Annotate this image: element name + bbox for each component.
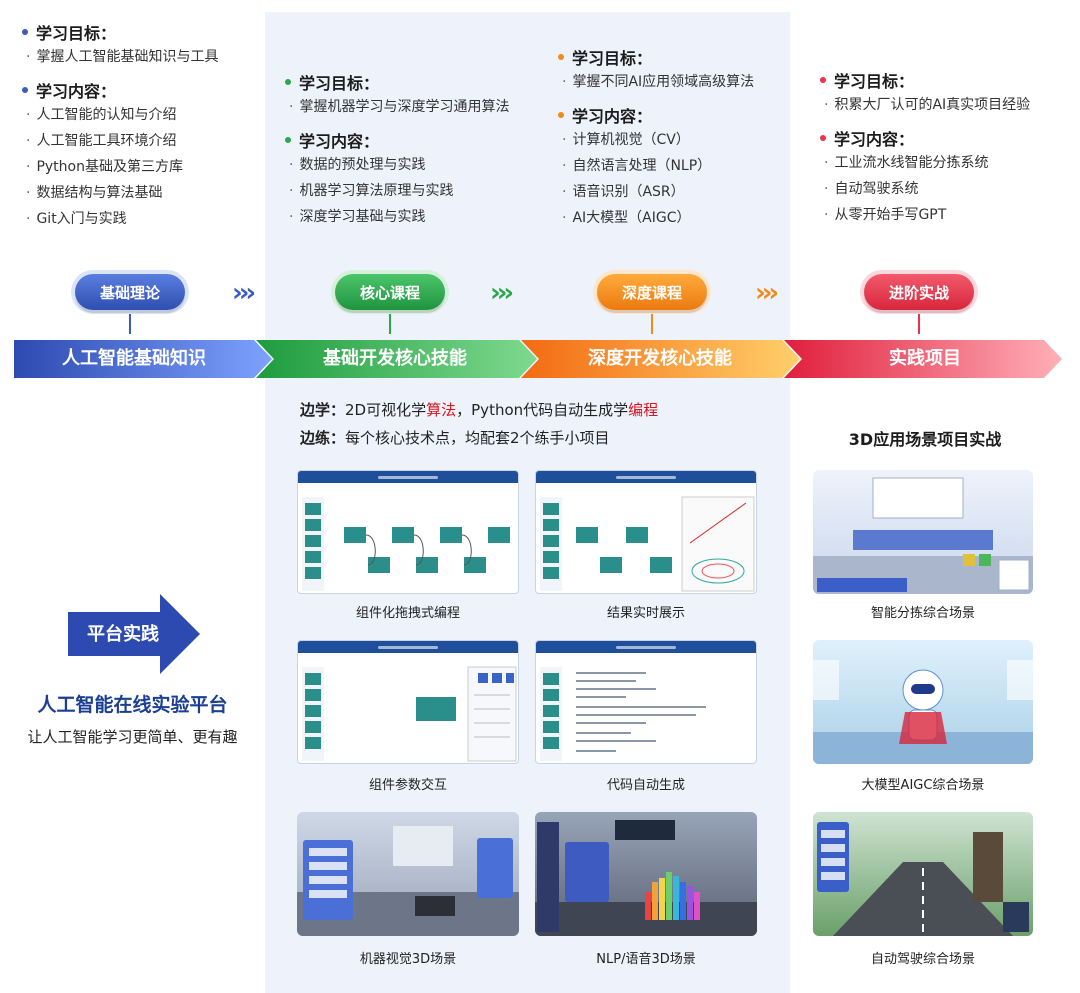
screenshot-parameter-interaction[interactable] — [297, 640, 519, 764]
screenshot-caption: NLP/语音3D场景 — [596, 952, 696, 967]
bullet-dot-icon — [285, 137, 291, 143]
stage-label-advanced: 深度开发核心技能 — [588, 348, 732, 369]
goal-heading: 学习目标： — [285, 70, 509, 94]
screenshot-machine-vision-3d[interactable] — [297, 812, 519, 936]
column-practice: 学习目标： 积累大厂认可的AI真实项目经验 学习内容： 工业流水线智能分拣系统 … — [820, 68, 1030, 228]
pill-foundation[interactable]: 基础理论 — [75, 274, 185, 310]
goal-item: 积累大厂认可的AI真实项目经验 — [820, 92, 1030, 118]
project-aigc[interactable] — [813, 640, 1033, 764]
content-item: 自动驾驶系统 — [820, 176, 1030, 202]
bullet-dot-icon — [22, 87, 28, 93]
content-item: 人工智能工具环境介绍 — [22, 128, 218, 154]
content-heading: 学习内容： — [820, 126, 1030, 150]
connector-line — [129, 314, 131, 334]
screenshot-caption: 组件参数交互 — [368, 778, 447, 793]
pill-core[interactable]: 核心课程 — [335, 274, 445, 310]
screenshot-caption: 组件化拖拽式编程 — [355, 606, 460, 621]
bullet-dot-icon — [820, 77, 826, 83]
content-item: Git入门与实践 — [22, 206, 218, 232]
goal-item: 掌握人工智能基础知识与工具 — [22, 44, 218, 70]
learn-note: 边学：2D可视化学算法，Python代码自动生成学编程 — [300, 401, 659, 419]
pill-advanced[interactable]: 深度课程 — [597, 274, 707, 310]
content-item: 人工智能的认知与介绍 — [22, 102, 218, 128]
platform-arrow-label: 平台实践 — [87, 624, 159, 645]
stage-label-practice: 实践项目 — [889, 348, 961, 369]
sorting-scene-illustration — [813, 477, 1033, 594]
results-chart-illustration — [540, 496, 755, 592]
content-item: Python基础及第三方库 — [22, 154, 218, 180]
screenshot-realtime-results[interactable] — [535, 470, 757, 594]
vision-3d-scene-illustration — [297, 826, 519, 936]
connector-line — [918, 314, 920, 334]
project-caption: 自动驾驶综合场景 — [870, 952, 975, 967]
bullet-dot-icon — [558, 54, 564, 60]
goal-heading: 学习目标： — [22, 20, 218, 44]
content-item: 计算机视觉（CV） — [558, 127, 754, 153]
connector-line — [651, 314, 653, 334]
parameter-panel-illustration — [302, 666, 517, 762]
project-autonomous-driving[interactable] — [813, 812, 1033, 936]
project-caption: 大模型AIGC综合场景 — [861, 778, 985, 793]
chevron-right-icon: ››› — [490, 278, 514, 308]
content-item: AI大模型（AIGC） — [558, 205, 754, 231]
chevron-right-icon: ››› — [755, 278, 779, 308]
content-item: 工业流水线智能分拣系统 — [820, 150, 1030, 176]
content-heading: 学习内容： — [558, 103, 754, 127]
content-item: 语音识别（ASR） — [558, 179, 754, 205]
code-editor-illustration — [540, 667, 706, 761]
column-foundation: 学习目标： 掌握人工智能基础知识与工具 学习内容： 人工智能的认知与介绍 人工智… — [22, 20, 218, 232]
bullet-dot-icon — [22, 29, 28, 35]
screenshot-nlp-speech-3d[interactable] — [535, 812, 757, 936]
goal-heading: 学习目标： — [820, 68, 1030, 92]
content-heading: 学习内容： — [22, 78, 218, 102]
project-smart-sorting[interactable] — [813, 470, 1033, 594]
goal-item: 掌握机器学习与深度学习通用算法 — [285, 94, 509, 120]
bullet-dot-icon — [820, 135, 826, 141]
stage-label-foundation: 人工智能基础知识 — [62, 348, 206, 369]
content-item: 深度学习基础与实践 — [285, 204, 509, 230]
screenshot-caption: 代码自动生成 — [606, 778, 685, 793]
robot-scene-illustration — [813, 660, 1033, 764]
platform-arrow — [68, 594, 200, 674]
content-item: 机器学习算法原理与实践 — [285, 178, 509, 204]
platform-title: 人工智能在线实验平台 — [37, 694, 228, 716]
connector-line — [389, 314, 391, 334]
content-heading: 学习内容： — [285, 128, 509, 152]
goal-heading: 学习目标： — [558, 45, 754, 69]
bullet-dot-icon — [558, 112, 564, 118]
column-advanced: 学习目标： 掌握不同AI应用领域高级算法 学习内容： 计算机视觉（CV） 自然语… — [558, 45, 754, 231]
bullet-dot-icon — [285, 79, 291, 85]
content-item: 自然语言处理（NLP） — [558, 153, 754, 179]
practice-note: 边练：每个核心技术点，均配套2个练手小项目 — [300, 429, 610, 447]
stage-progress-bar — [14, 340, 1062, 378]
goal-item: 掌握不同AI应用领域高级算法 — [558, 69, 754, 95]
screenshot-caption: 机器视觉3D场景 — [359, 952, 457, 967]
project-caption: 智能分拣综合场景 — [870, 606, 975, 621]
driving-scene-illustration — [817, 822, 1029, 936]
chevron-right-icon: ››› — [232, 278, 256, 308]
platform-subtitle: 让人工智能学习更简单、更有趣 — [27, 728, 238, 746]
screenshot-drag-programming[interactable] — [297, 470, 519, 594]
stage-label-core: 基础开发核心技能 — [323, 348, 467, 369]
workflow-canvas-illustration — [302, 497, 510, 591]
column-core: 学习目标： 掌握机器学习与深度学习通用算法 学习内容： 数据的预处理与实践 机器… — [285, 70, 509, 230]
screenshot-caption: 结果实时展示 — [606, 606, 685, 621]
content-item: 数据的预处理与实践 — [285, 152, 509, 178]
nlp-3d-scene-illustration — [535, 820, 757, 936]
content-item: 从零开始手写GPT — [820, 202, 1030, 228]
screenshot-code-generation[interactable] — [535, 640, 757, 764]
pill-practice[interactable]: 进阶实战 — [864, 274, 974, 310]
projects-title: 3D应用场景项目实战 — [848, 430, 1002, 449]
content-item: 数据结构与算法基础 — [22, 180, 218, 206]
